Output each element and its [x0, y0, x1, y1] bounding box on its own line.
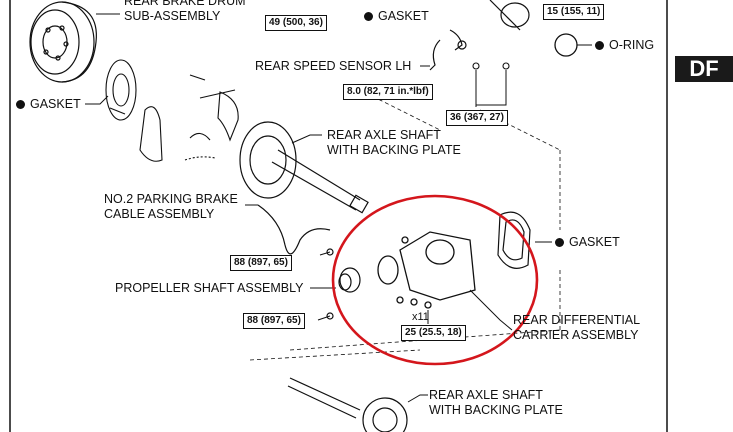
torque-15: 15 (155, 11) — [543, 4, 605, 20]
torque-88-upper: 88 (897, 65) — [230, 255, 292, 271]
label-brake-drum: REAR BRAKE DRUM SUB-ASSEMBLY — [124, 0, 246, 24]
label-rear-speed-sensor: REAR SPEED SENSOR LH — [255, 59, 412, 73]
torque-25: 25 (25.5, 18) — [401, 325, 466, 341]
section-badge: DF — [675, 56, 733, 82]
label-rear-axle-bottom: REAR AXLE SHAFT WITH BACKING PLATE — [429, 388, 563, 418]
label-gasket-left: GASKET — [16, 97, 81, 112]
gasket-left-part-icon — [105, 59, 137, 121]
label-propeller-shaft: PROPELLER SHAFT ASSEMBLY — [115, 281, 304, 295]
o-ring-dot-icon — [595, 41, 604, 50]
gasket-right-part-icon — [497, 211, 531, 269]
label-parking-brake-line2: CABLE ASSEMBLY — [104, 207, 215, 221]
label-brake-drum-line1: REAR BRAKE DRUM — [124, 0, 246, 8]
o-ring-part-icon — [554, 33, 578, 57]
torque-49: 49 (500, 36) — [265, 15, 327, 31]
rear-axle-bottom-icon — [287, 377, 408, 432]
speed-sensor-icon — [429, 29, 467, 71]
label-brake-drum-line2: SUB-ASSEMBLY — [124, 9, 221, 23]
label-x11: x11 — [412, 311, 429, 323]
label-diff-line2: CARRIER ASSEMBLY — [513, 328, 639, 342]
label-rear-axle-top-line2: WITH BACKING PLATE — [327, 143, 461, 157]
label-diff-carrier: REAR DIFFERENTIAL CARRIER ASSEMBLY — [513, 313, 640, 343]
label-o-ring-text: O-RING — [609, 38, 655, 52]
hub-top-icon — [489, 0, 530, 31]
highlight-circle — [331, 194, 539, 366]
label-o-ring: O-RING — [595, 38, 654, 53]
label-rear-axle-bottom-line1: REAR AXLE SHAFT — [429, 388, 543, 402]
torque-36: 36 (367, 27) — [446, 110, 508, 126]
gasket-dot-icon — [555, 238, 564, 247]
bolts-icon — [472, 62, 510, 70]
parking-cable-icon — [257, 204, 331, 255]
label-rear-axle-bottom-line2: WITH BACKING PLATE — [429, 403, 563, 417]
torque-8: 8.0 (82, 71 in.*lbf) — [343, 84, 433, 100]
gasket-dot-icon — [16, 100, 25, 109]
brake-shoes-icon — [109, 74, 239, 162]
label-rear-axle-top-line1: REAR AXLE SHAFT — [327, 128, 441, 142]
label-rear-axle-top: REAR AXLE SHAFT WITH BACKING PLATE — [327, 128, 461, 158]
label-gasket-left-text: GASKET — [30, 97, 81, 111]
label-gasket-top-text: GASKET — [378, 9, 429, 23]
label-gasket-right-text: GASKET — [569, 235, 620, 249]
label-gasket-right: GASKET — [555, 235, 620, 250]
label-parking-brake: NO.2 PARKING BRAKE CABLE ASSEMBLY — [104, 192, 238, 222]
label-parking-brake-line1: NO.2 PARKING BRAKE — [104, 192, 238, 206]
label-gasket-top: GASKET — [364, 9, 429, 24]
differential-carrier-icon — [377, 231, 476, 309]
propeller-flange-icon — [326, 248, 361, 320]
gasket-dot-icon — [364, 12, 373, 21]
label-diff-line1: REAR DIFFERENTIAL — [513, 313, 641, 327]
torque-88-lower: 88 (897, 65) — [243, 313, 305, 329]
brake-drum-icon — [29, 1, 97, 83]
rear-axle-top-icon — [239, 121, 369, 214]
